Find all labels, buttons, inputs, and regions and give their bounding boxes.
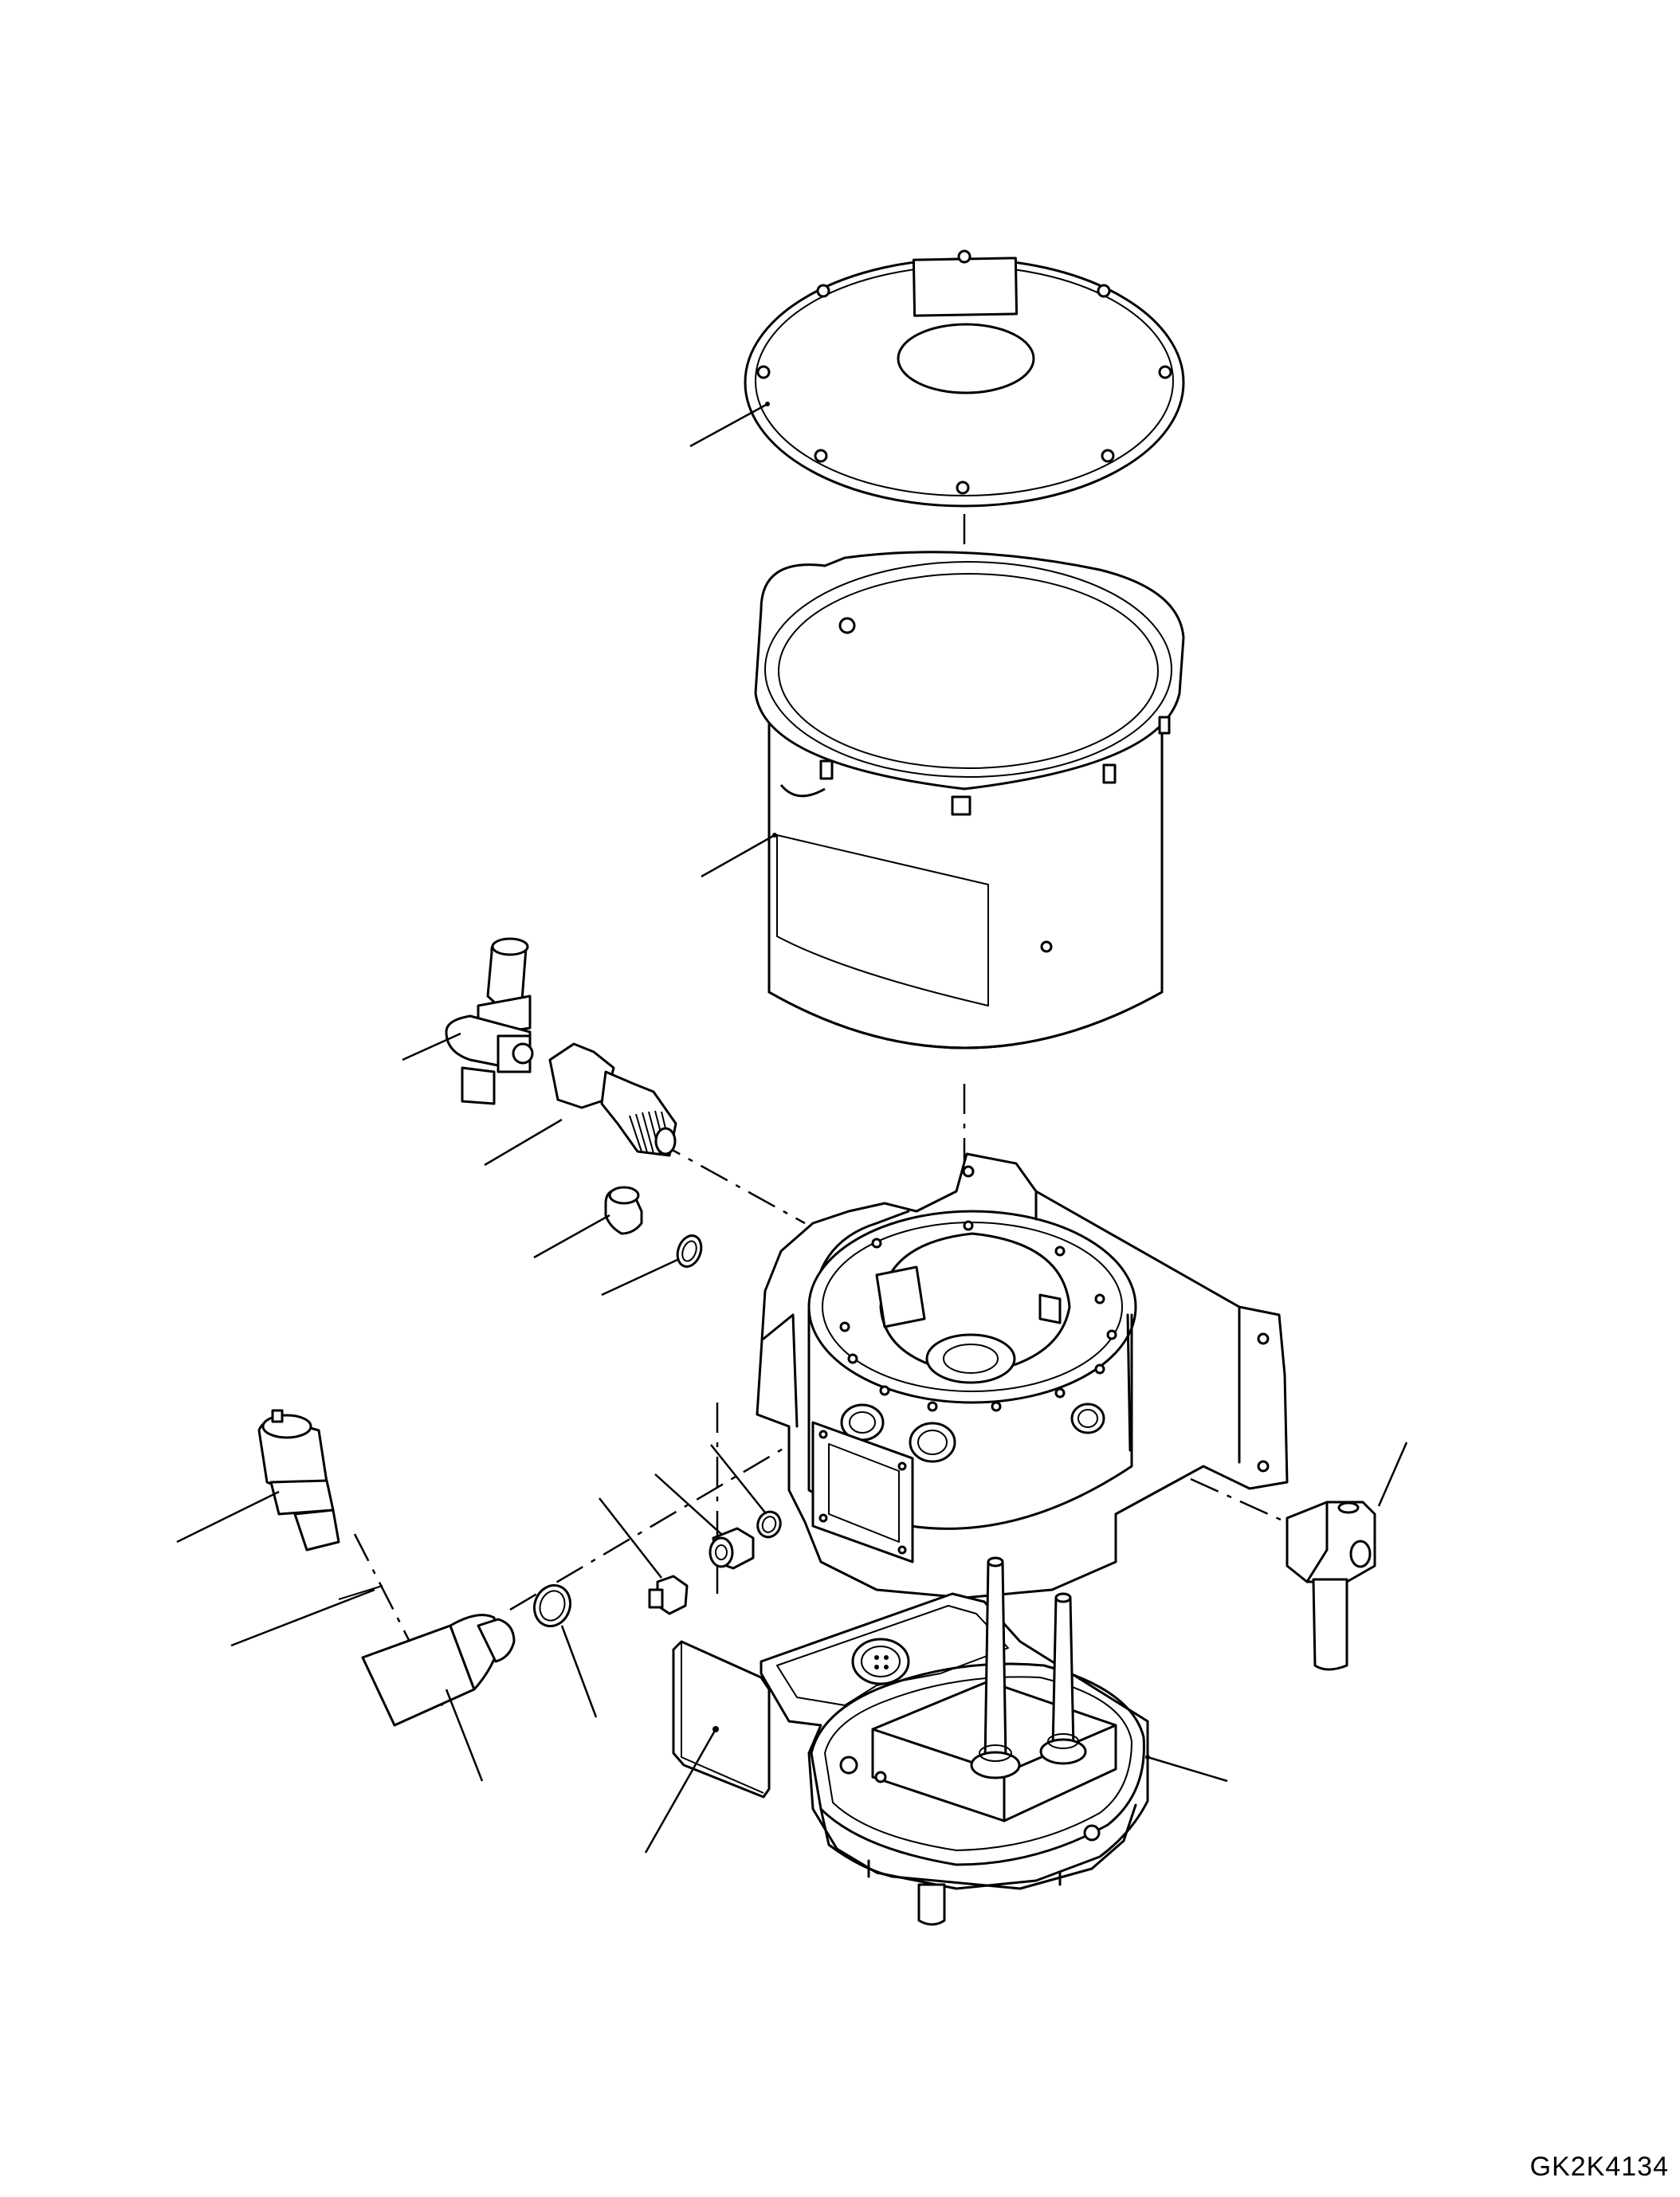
leader-plug bbox=[533, 1214, 610, 1259]
drawing-code: GK2K4134 bbox=[1529, 2152, 1669, 2182]
reservoir-tank bbox=[754, 551, 1185, 1049]
pressure-switch bbox=[257, 1409, 340, 1552]
gasket-pressure-switch bbox=[338, 1585, 383, 1600]
level-sensor bbox=[361, 1614, 516, 1727]
connector-socket bbox=[851, 1638, 910, 1685]
o-ring-upper bbox=[676, 1234, 703, 1268]
leader-refill-valve bbox=[402, 1032, 461, 1061]
leader-elbow-fitting bbox=[1377, 1442, 1408, 1507]
plug bbox=[604, 1186, 643, 1235]
leader-pressure-switch bbox=[176, 1490, 280, 1544]
cover-plate bbox=[672, 1640, 771, 1799]
small-fitting bbox=[709, 1527, 755, 1570]
leader-threaded-adapter bbox=[484, 1118, 563, 1167]
housing-bolt-holes bbox=[839, 1165, 1270, 1473]
base-unit bbox=[760, 1556, 1149, 1926]
leader-level-sensor bbox=[445, 1689, 484, 1782]
leader-grease-nipple bbox=[599, 1497, 662, 1579]
leader-reservoir-tank bbox=[701, 834, 775, 878]
grease-nipple bbox=[648, 1575, 689, 1615]
o-ring-small bbox=[756, 1510, 782, 1539]
electrode-left bbox=[970, 1556, 1021, 1779]
pump-housing bbox=[756, 1152, 1289, 1599]
leader-cover-plate bbox=[644, 1728, 717, 1854]
leader-o-ring-small bbox=[710, 1444, 766, 1513]
leader-gasket-pressure-switch bbox=[230, 1588, 375, 1647]
o-ring-lower bbox=[532, 1583, 572, 1628]
cover-bolts bbox=[756, 249, 1172, 495]
leader-top-cover bbox=[689, 402, 768, 448]
leader-small-fitting bbox=[654, 1473, 722, 1535]
leader-base-unit bbox=[1147, 1756, 1228, 1783]
electrode-right bbox=[1039, 1592, 1087, 1765]
leader-o-ring-upper bbox=[601, 1257, 680, 1297]
elbow-fitting bbox=[1286, 1501, 1376, 1671]
top-cover bbox=[744, 249, 1185, 508]
leader-o-ring-lower bbox=[560, 1625, 598, 1718]
threaded-adapter bbox=[548, 1042, 677, 1157]
refill-valve-assembly bbox=[445, 937, 534, 1105]
